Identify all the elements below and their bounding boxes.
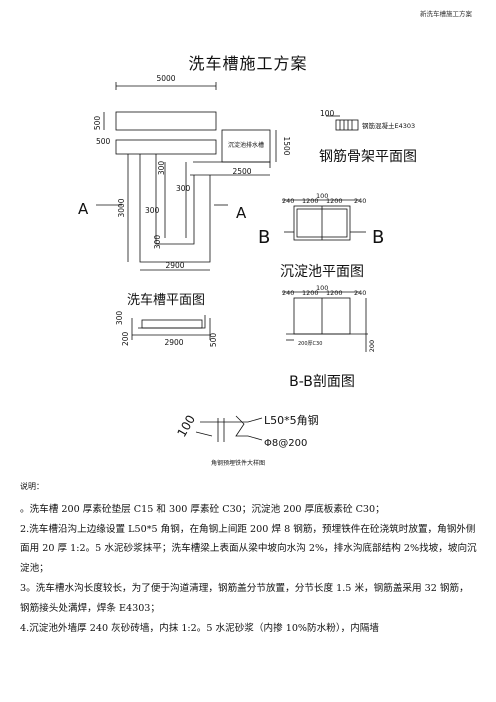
plan-dim-left-mid: 500	[96, 137, 111, 146]
tank-dim-5: 240	[354, 197, 366, 205]
construction-drawing: 5000 500 500 1500 沉淀池排水槽 300 300 300 300…	[78, 74, 417, 467]
rebar-title: 钢筋骨架平面图	[319, 148, 417, 165]
document-header: 新洗车槽施工方案	[420, 10, 472, 18]
notes-label: 说明：	[20, 482, 44, 491]
rebar-dim: 100	[320, 109, 335, 118]
note-paragraph: 2.洗车槽沿沟上边缘设置 L50*5 角钢，在角钢上间距 200 焊 8 钢筋，…	[20, 523, 477, 575]
rebar-label: 钢筋混凝土E4303	[362, 121, 415, 130]
page-title: 洗车槽施工方案	[188, 54, 308, 73]
tank-plan-title: 沉淀池平面图	[280, 264, 364, 280]
detail-dim: 100	[174, 413, 198, 440]
plan-dim-top: 5000	[156, 74, 175, 83]
tank-section-title: B-B剖面图	[289, 374, 355, 390]
notes-section: 说明： 。洗车槽 200 厚素砼垫层 C15 和 300 厚素砼 C30；沉淀池…	[20, 477, 478, 638]
note-paragraph: 4.沉淀池外墙厚 240 灰砂砖墙，内抹 1:2。5 水泥砂浆（内掺 10%防水…	[20, 622, 379, 634]
section-dim-bottom: 2900	[164, 338, 183, 347]
tank-sec-side-dim: 200	[368, 340, 376, 352]
detail-label-1: L50*5角钢	[264, 414, 319, 427]
tank-dim-1: 240	[282, 197, 294, 205]
section-dim-left: 200	[121, 331, 130, 346]
tank-dim-2: 100	[316, 192, 328, 200]
section-b-left-label: B	[258, 227, 270, 248]
plan-title: 洗车槽平面图	[127, 292, 205, 308]
tank-sec-dim-2: 100	[316, 284, 328, 292]
tank-dim-3: 1200	[302, 197, 319, 205]
plan-box-label: 沉淀池排水槽	[228, 141, 264, 149]
section-a-right-label: A	[236, 204, 247, 222]
note-paragraph: 3。洗车槽水沟长度较长，为了便于沟道清理，钢筋盖分节放置，分节长度 1.5 米，…	[20, 582, 469, 614]
plan-dim-inner-3: 300	[145, 206, 160, 215]
note-paragraph: 。洗车槽 200 厚素砼垫层 C15 和 300 厚素砼 C30；沉淀池 200…	[20, 503, 385, 515]
tank-dim-4: 1200	[326, 197, 343, 205]
tank-sec-dim-5: 240	[354, 289, 366, 297]
section-dim-right: 500	[209, 333, 218, 348]
plan-dim-left-side: 3000	[117, 198, 126, 217]
tank-sec-dim-3: 1200	[302, 289, 319, 297]
section-b-right-label: B	[372, 227, 384, 248]
tank-sec-dim-1: 240	[282, 289, 294, 297]
plan-dim-bottom: 2900	[165, 261, 184, 270]
plan-dim-left-top: 500	[93, 116, 102, 131]
plan-dim-right: 1500	[282, 136, 291, 155]
plan-dim-inner-2: 300	[176, 184, 191, 193]
plan-dim-inner-1: 300	[157, 161, 166, 176]
plan-dim-bottom-right: 2500	[232, 167, 251, 176]
tank-sec-dim-4: 1200	[326, 289, 343, 297]
plan-dim-inner-4: 300	[153, 235, 162, 250]
detail-label-2: Φ8@200	[264, 438, 307, 449]
section-dim-left-2: 300	[115, 311, 124, 326]
detail-caption: 角钢预埋铁件大样图	[211, 459, 265, 467]
tank-sec-label: 200厚C30	[298, 341, 322, 347]
section-a-left-label: A	[78, 200, 89, 218]
